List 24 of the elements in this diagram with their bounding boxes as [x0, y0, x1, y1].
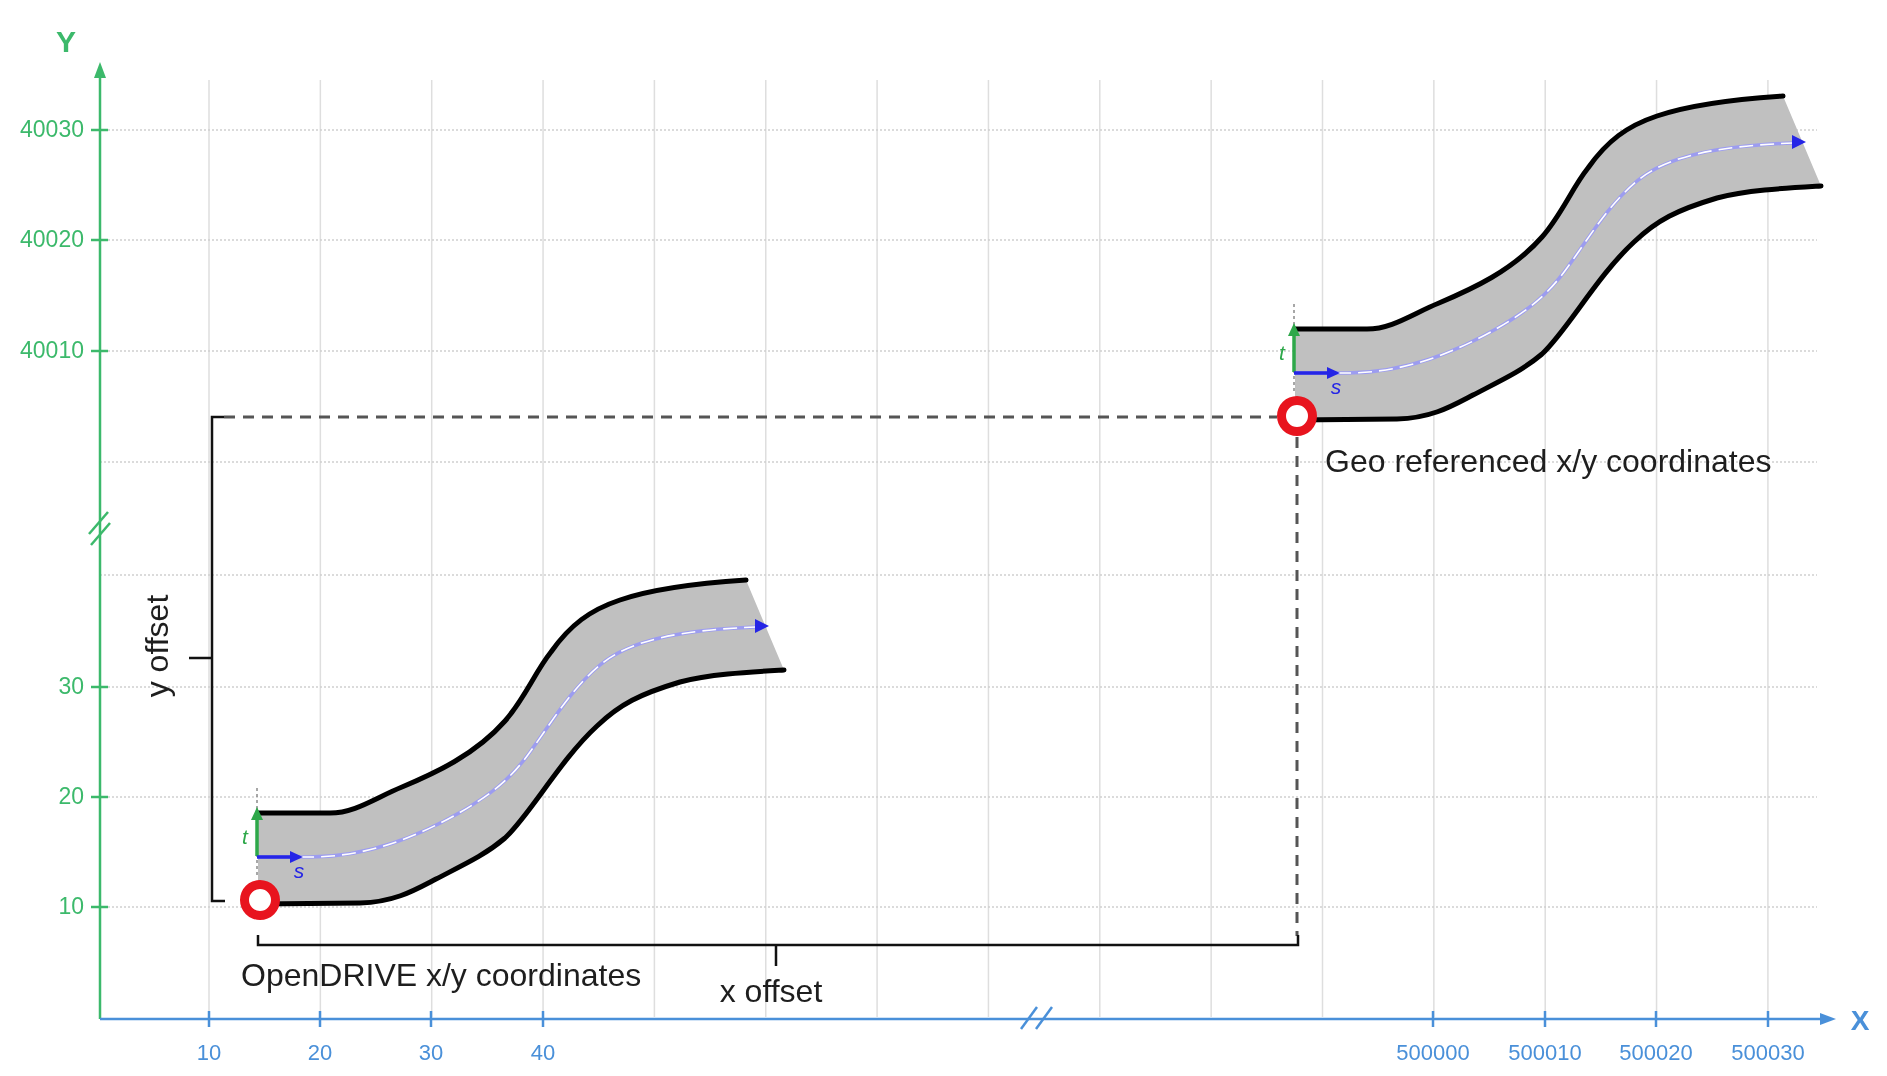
dimension-label: y offset [140, 594, 176, 698]
tick-label: 20 [58, 784, 84, 810]
tick-label: 40 [530, 1040, 556, 1066]
tick-label: 500010 [1508, 1040, 1582, 1066]
tick-label: 20 [307, 1040, 333, 1066]
tick-label: 40030 [20, 117, 84, 143]
arrow-label: s [293, 859, 305, 883]
axis-title: Y [56, 24, 76, 58]
arrow-label: s [1330, 375, 1342, 399]
coordinate-label: OpenDRIVE x/y coordinates [241, 958, 642, 994]
tick-label: 30 [418, 1040, 444, 1066]
tick-label: 500000 [1396, 1040, 1470, 1066]
axis-title: X [1850, 1005, 1870, 1037]
tick-label: 10 [196, 1040, 222, 1066]
tick-label: 30 [58, 674, 84, 700]
tick-label: 40020 [20, 227, 84, 253]
dimension-label: x offset [719, 974, 823, 1010]
tick-label: 500020 [1619, 1040, 1693, 1066]
tick-label: 10 [58, 894, 84, 920]
coordinate-label: Geo referenced x/y coordinates [1325, 444, 1772, 480]
tick-label: 40010 [20, 338, 84, 364]
arrow-label: t [242, 825, 248, 849]
tick-label: 500030 [1731, 1040, 1805, 1066]
arrow-label: t [1279, 341, 1285, 365]
